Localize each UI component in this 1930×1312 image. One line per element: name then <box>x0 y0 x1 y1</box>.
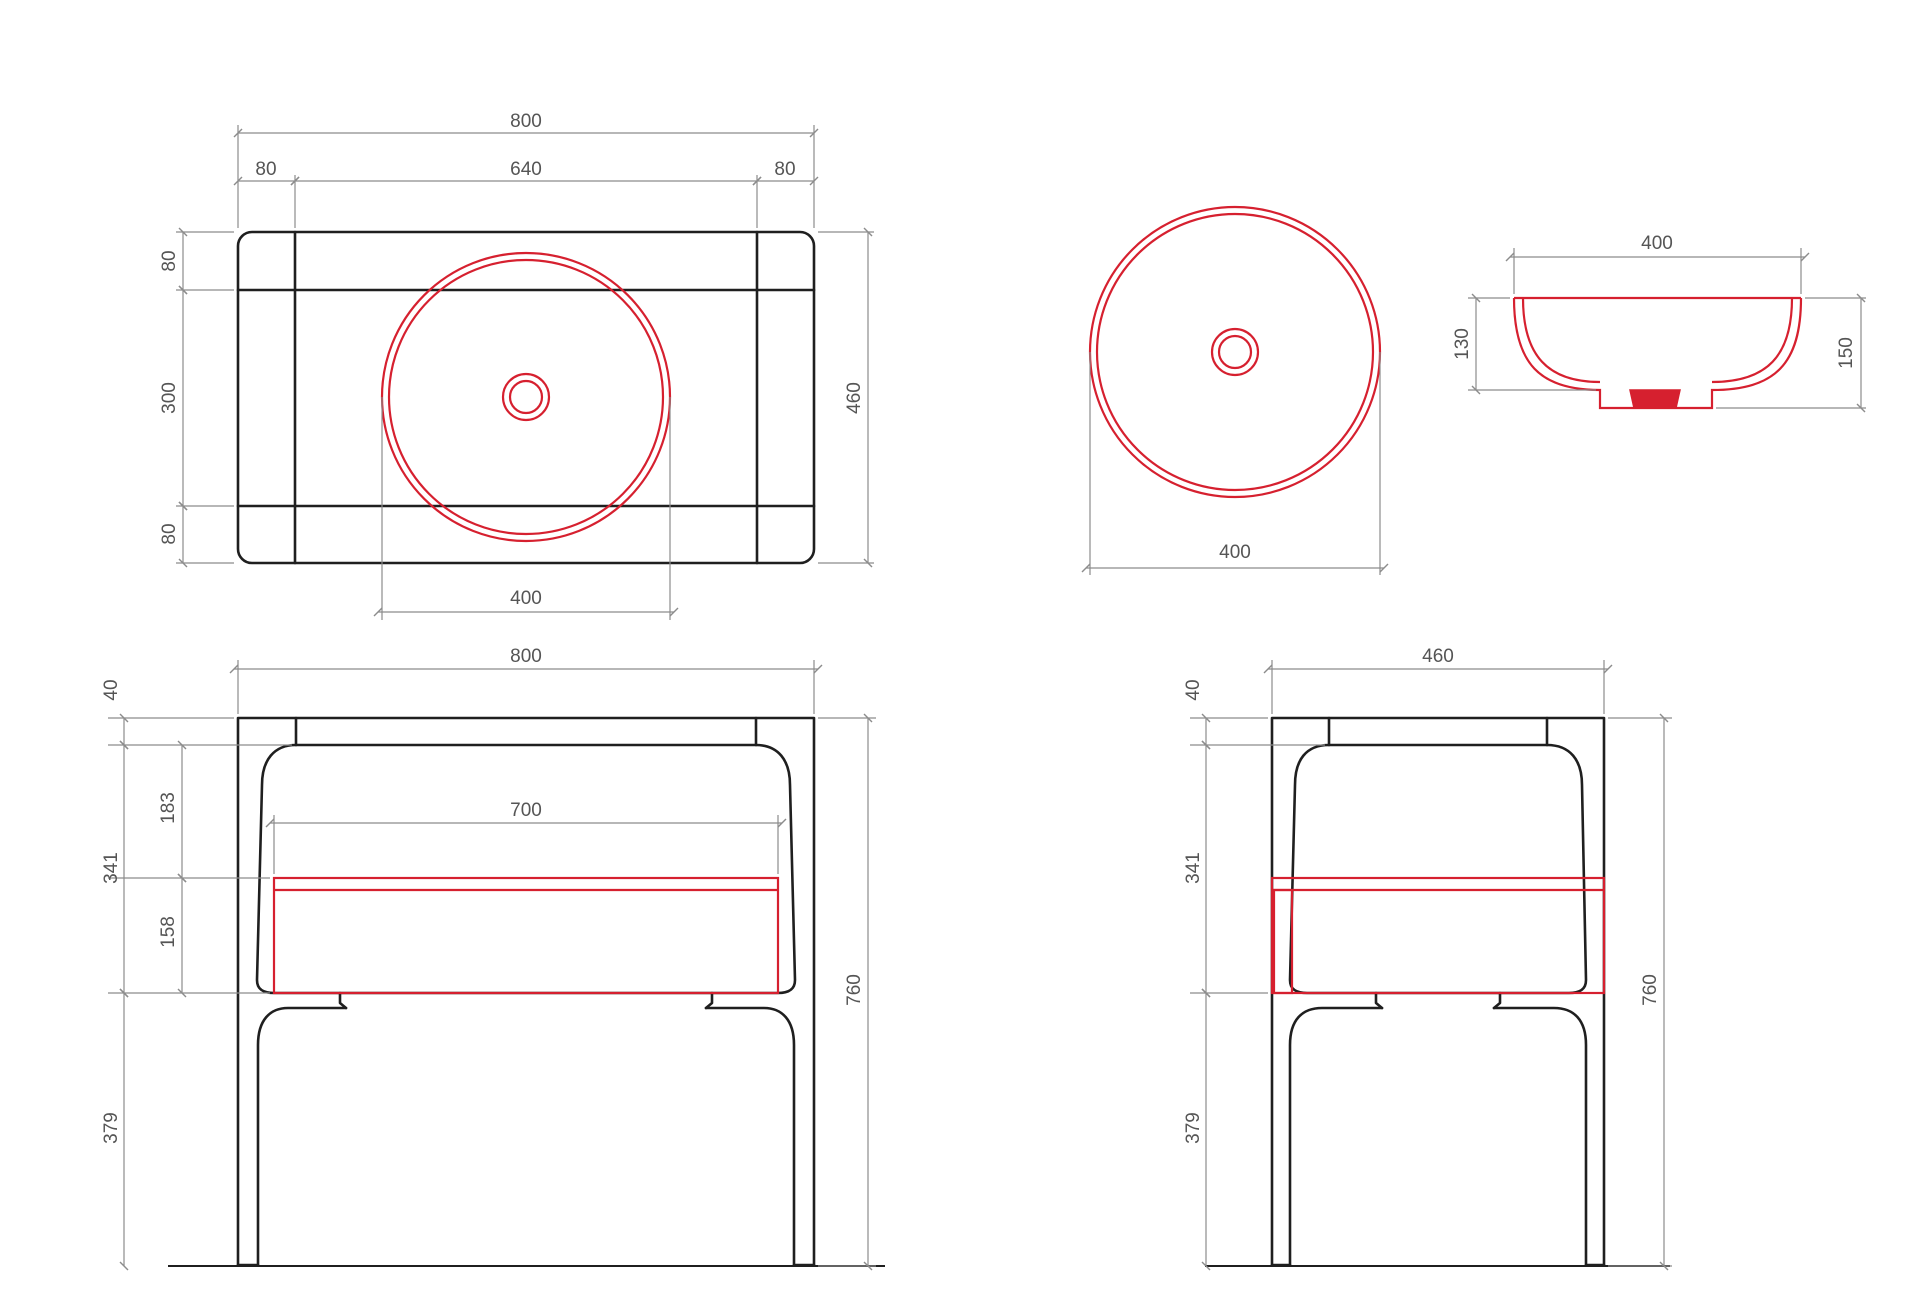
front-view-drawer <box>272 876 780 995</box>
top-width-left-label: 80 <box>255 159 276 180</box>
basin-top-diameter-label: 400 <box>1219 542 1251 563</box>
side-depth-total-label: 460 <box>1422 646 1454 667</box>
side-view: 460 40 341 379 760 <box>1183 646 1672 1271</box>
side-view-dimensions: 460 40 341 379 760 <box>1183 646 1672 1271</box>
basin-section-dimensions: 400 130 150 <box>1452 233 1866 413</box>
top-height-top-label: 80 <box>159 250 180 271</box>
front-total-height-label: 760 <box>844 974 865 1006</box>
basin-section-inner-height-label: 130 <box>1452 328 1473 360</box>
front-leg-height-label: 379 <box>101 1112 122 1144</box>
front-width-total-label: 800 <box>510 646 542 667</box>
basin-top-outline <box>1088 205 1382 499</box>
front-top-thickness-label: 40 <box>101 679 122 700</box>
side-cabinet-height-label: 341 <box>1183 852 1204 884</box>
front-view: 800 700 40 341 379 183 158 760 <box>101 646 885 1271</box>
front-cabinet-height-label: 341 <box>101 852 122 884</box>
side-leg-height-label: 379 <box>1183 1112 1204 1144</box>
front-view-dimensions: 800 700 40 341 379 183 158 760 <box>101 646 876 1271</box>
front-drawer-height-label: 158 <box>158 916 179 948</box>
top-view-basin <box>380 251 672 543</box>
side-total-height-label: 760 <box>1640 974 1661 1006</box>
front-drawer-width-label: 700 <box>510 800 542 821</box>
top-view-dimensions: 800 80 640 80 80 300 80 460 400 <box>159 111 874 620</box>
basin-section-shape <box>1512 296 1803 410</box>
side-view-outline <box>1270 716 1606 1267</box>
top-width-center-label: 640 <box>510 159 542 180</box>
basin-section-width-label: 400 <box>1641 233 1673 254</box>
side-top-thickness-label: 40 <box>1183 679 1204 700</box>
basin-top-view: 400 <box>1081 205 1389 575</box>
top-basin-diameter-label: 400 <box>510 588 542 609</box>
side-view-drawer <box>1270 876 1606 995</box>
basin-section-outer-height-label: 150 <box>1836 337 1857 369</box>
top-height-total-label: 460 <box>844 382 865 414</box>
basin-top-dimensions: 400 <box>1081 352 1389 575</box>
top-height-bottom-label: 80 <box>159 523 180 544</box>
top-width-right-label: 80 <box>774 159 795 180</box>
top-view: 800 80 640 80 80 300 80 460 400 <box>159 111 874 620</box>
front-upper-gap-label: 183 <box>158 792 179 824</box>
top-width-total-label: 800 <box>510 111 542 132</box>
top-height-middle-label: 300 <box>159 382 180 414</box>
top-view-outline <box>236 230 816 565</box>
basin-section: 400 130 150 <box>1452 233 1866 413</box>
